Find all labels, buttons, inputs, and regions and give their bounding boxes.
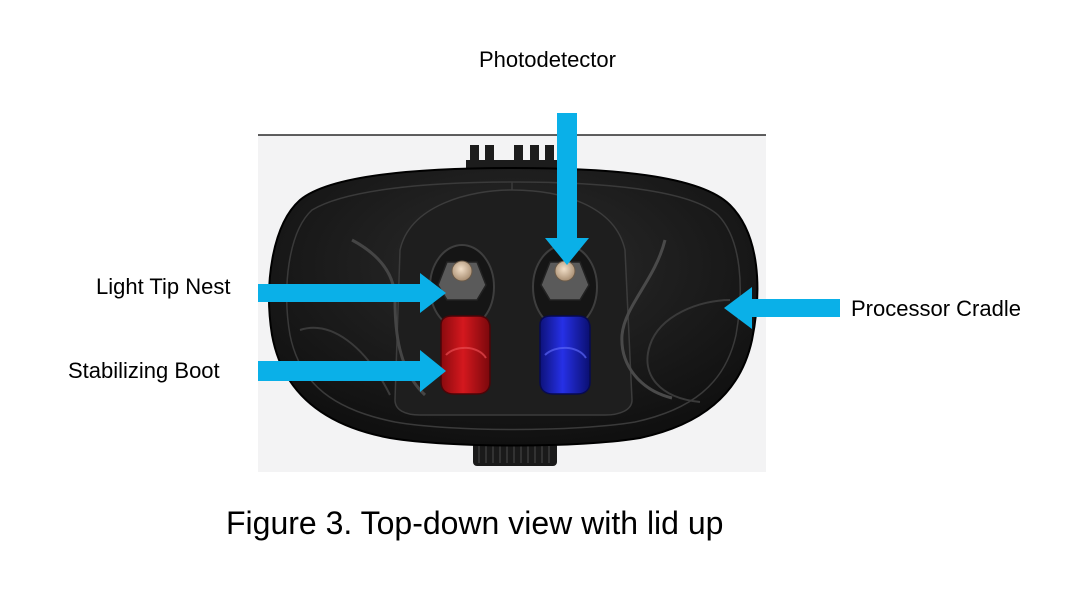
photodetector-arrow xyxy=(545,113,589,265)
stabilizing-boot-arrow xyxy=(258,350,446,392)
processor-cradle-curve-outer xyxy=(646,299,731,403)
left-light-tip xyxy=(451,260,473,282)
photodetector-label: Photodetector xyxy=(479,47,616,72)
photodetector-nest xyxy=(532,244,598,330)
left-stabilizing-boot xyxy=(440,315,491,395)
light-tip-nest-arrow xyxy=(258,273,446,313)
right-stabilizing-boot xyxy=(539,315,591,395)
processor-cradle-arrow xyxy=(724,287,840,329)
photodetector-tip xyxy=(554,260,576,282)
left-light-tip-nest xyxy=(429,244,495,330)
arrows xyxy=(258,113,840,392)
light-tip-nest-label: Light Tip Nest xyxy=(96,274,231,299)
stabilizing-boot-label: Stabilizing Boot xyxy=(68,358,220,383)
processor-cradle-curve xyxy=(620,239,673,400)
processor-cradle-label: Processor Cradle xyxy=(851,296,1021,321)
figure-caption: Figure 3. Top-down view with lid up xyxy=(226,505,724,541)
